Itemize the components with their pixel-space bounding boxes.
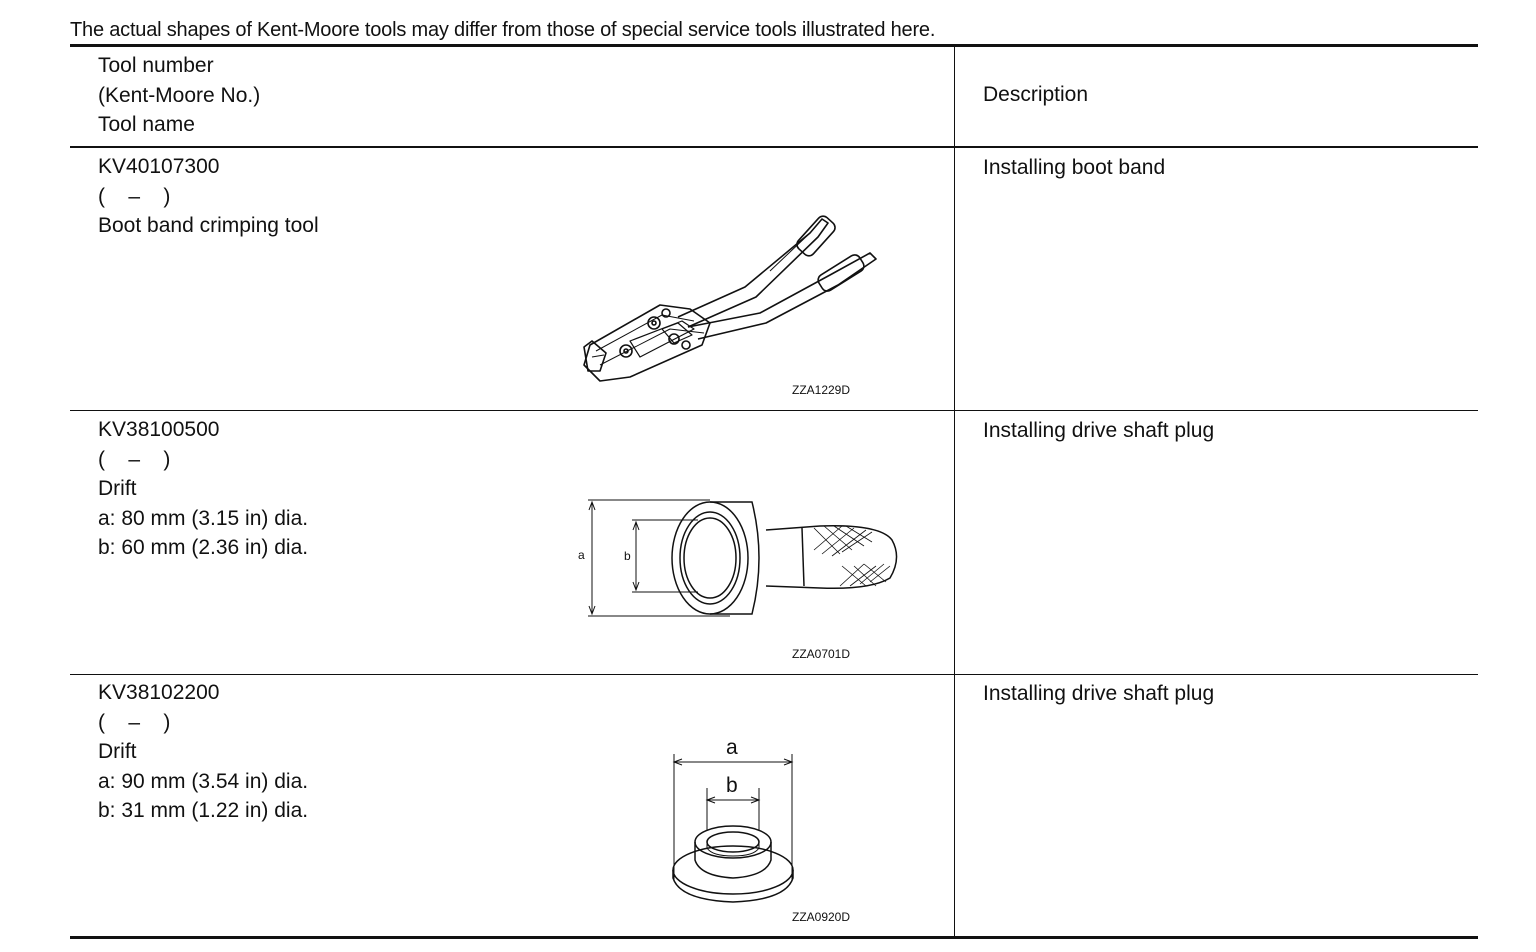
tool-name: Drift bbox=[98, 740, 137, 763]
svg-text:b: b bbox=[624, 549, 631, 563]
bottom-rule bbox=[70, 936, 1478, 939]
table-row: KV38100500 ( – ) Drift a: 80 mm (3.15 in… bbox=[98, 415, 308, 563]
header-tool-name: Tool name bbox=[98, 113, 195, 136]
spec-a: a: 90 mm (3.54 in) dia. bbox=[98, 769, 309, 793]
header-tool-column: Tool number (Kent-Moore No.) Tool name bbox=[98, 51, 260, 140]
tool-number: KV40107300 bbox=[98, 155, 220, 178]
tool-description: Installing drive shaft plug bbox=[983, 419, 1215, 442]
tool-number: KV38100500 bbox=[98, 418, 220, 441]
svg-text:a: a bbox=[726, 736, 738, 759]
row-divider bbox=[70, 410, 1478, 411]
tool-name: Boot band crimping tool bbox=[98, 214, 319, 237]
header-description: Description bbox=[983, 83, 1089, 106]
figure-code: ZZA0920D bbox=[792, 910, 851, 924]
spec-a: a: 80 mm (3.15 in) dia. bbox=[98, 506, 309, 530]
figure-code: ZZA1229D bbox=[792, 383, 851, 397]
kent-moore-number: ( – ) bbox=[98, 184, 171, 208]
kent-moore-number: ( – ) bbox=[98, 710, 171, 734]
intro-note: The actual shapes of Kent-Moore tools ma… bbox=[70, 19, 936, 41]
header-rule bbox=[70, 146, 1478, 148]
tool-name: Drift bbox=[98, 477, 137, 500]
drift-tool-perspective-icon: a b bbox=[672, 736, 794, 903]
tool-description: Installing drive shaft plug bbox=[983, 682, 1215, 705]
header-kent-moore: (Kent-Moore No.) bbox=[98, 83, 261, 107]
spec-b: b: 31 mm (1.22 in) dia. bbox=[98, 799, 309, 822]
drift-tool-side-icon: a b bbox=[578, 499, 898, 617]
svg-text:a: a bbox=[578, 548, 585, 562]
tool-number: KV38102200 bbox=[98, 681, 220, 704]
spec-b: b: 60 mm (2.36 in) dia. bbox=[98, 536, 309, 559]
column-divider bbox=[954, 47, 955, 936]
kent-moore-number: ( – ) bbox=[98, 447, 171, 471]
table-row: KV40107300 ( – ) Boot band crimping tool bbox=[98, 152, 319, 241]
header-tool-number: Tool number bbox=[98, 54, 214, 77]
figure-code: ZZA0701D bbox=[792, 647, 851, 661]
row-divider bbox=[70, 674, 1478, 675]
boot-band-crimping-tool-icon bbox=[583, 215, 877, 382]
tool-description: Installing boot band bbox=[983, 156, 1166, 179]
svg-text:b: b bbox=[726, 774, 738, 797]
top-rule bbox=[70, 44, 1478, 47]
table-row: KV38102200 ( – ) Drift a: 90 mm (3.54 in… bbox=[98, 678, 308, 826]
